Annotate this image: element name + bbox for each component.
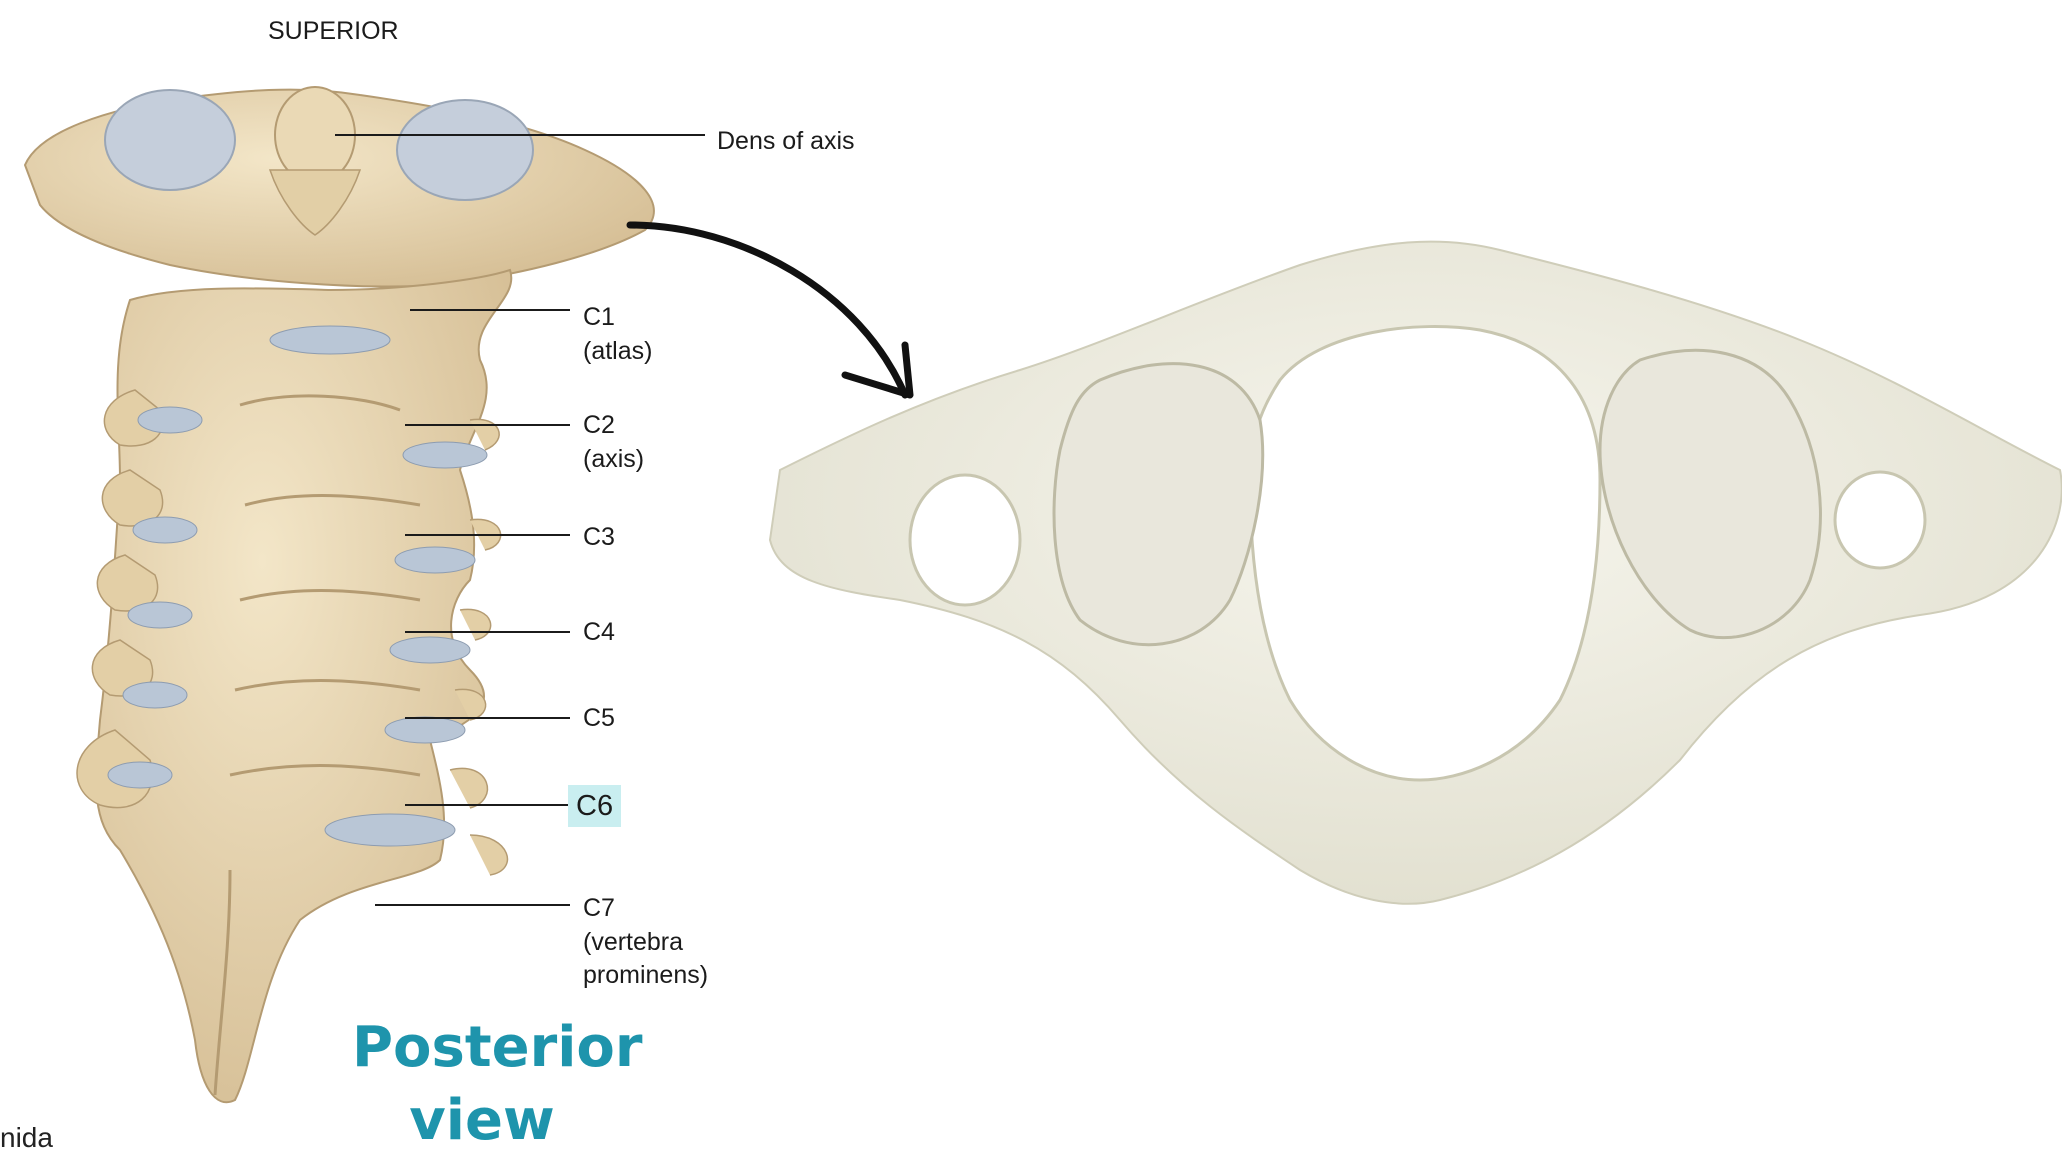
label-dens-of-axis: Dens of axis [717,126,855,157]
label-c2-sub: (axis) [583,444,644,475]
view-title-line2: view [352,1090,612,1152]
label-c5: C5 [583,703,615,734]
label-c1: C1 [583,302,615,333]
label-c1-sub: (atlas) [583,336,652,367]
label-c7-sub1: (vertebra [583,927,683,958]
label-c6: C6 [568,785,621,827]
label-c2: C2 [583,410,615,441]
clipped-caption-text: nida [0,1122,53,1152]
view-title-line1: Posterior [352,1015,612,1080]
superior-label: SUPERIOR [268,16,399,47]
curved-arrow [630,225,910,395]
cervical-spine-drawing [25,87,654,1102]
label-c7: C7 [583,893,615,924]
atlas-superior-view [770,242,2062,904]
label-c4: C4 [583,617,615,648]
label-c7-sub2: prominens) [583,960,708,991]
label-c3: C3 [583,522,615,553]
